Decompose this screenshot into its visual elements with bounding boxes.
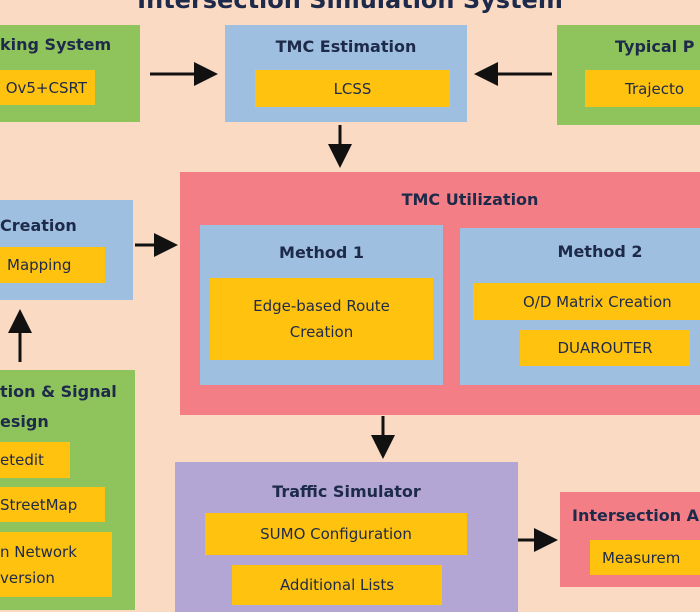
- traffic-simulator-title: Traffic Simulator: [272, 482, 421, 501]
- creation-title: Creation: [0, 216, 77, 235]
- typical-paths-box: Typical P Trajecto: [557, 25, 700, 125]
- tracking-item: Ov5+CSRT: [0, 70, 95, 105]
- duarouter-item: DUAROUTER: [520, 330, 690, 366]
- mapping-item: Mapping: [0, 247, 105, 283]
- tmc-utilization-title: TMC Utilization: [401, 190, 539, 209]
- method1-title: Method 1: [279, 243, 364, 262]
- intersection-title: Intersection A: [572, 506, 700, 525]
- network-design-box: tion & Signal esign etedit StreetMap n N…: [0, 370, 135, 610]
- tmc-utilization-box: TMC Utilization Method 1 Edge-based Rout…: [180, 172, 700, 415]
- edge-based-line1: Edge-based Route: [253, 297, 390, 315]
- measurement-item: Measurem: [590, 540, 700, 575]
- additional-lists-item: Additional Lists: [232, 565, 442, 605]
- netedit-item: etedit: [0, 442, 70, 478]
- tmc-estimation-box: TMC Estimation LCSS: [225, 25, 467, 122]
- method2-box: Method 2 O/D Matrix Creation DUAROUTER: [460, 228, 700, 385]
- sumo-configuration-item: SUMO Configuration: [205, 513, 467, 555]
- openstreetmap-item: StreetMap: [0, 487, 105, 522]
- diagram-title: Intersection Simulation System: [137, 0, 563, 14]
- edge-based-route-item: Edge-based Route Creation: [210, 278, 433, 360]
- tracking-system-title: king System: [0, 35, 112, 54]
- traffic-simulator-box: Traffic Simulator SUMO Configuration Add…: [175, 462, 518, 612]
- network-title-line2: esign: [0, 412, 49, 431]
- intersection-analysis-box: Intersection A Measurem: [560, 492, 700, 587]
- edge-based-line2: Creation: [289, 323, 354, 341]
- method1-box: Method 1 Edge-based Route Creation: [200, 225, 443, 385]
- method2-title: Method 2: [557, 242, 643, 261]
- tracking-system-box: king System Ov5+CSRT: [0, 25, 140, 122]
- creation-box: Creation Mapping: [0, 200, 133, 300]
- network-conversion-item: n Network version: [0, 532, 112, 597]
- typical-paths-title: Typical P: [615, 37, 695, 56]
- lcss-item: LCSS: [255, 70, 450, 107]
- network-conversion-line2: version: [0, 568, 55, 587]
- tmc-estimation-title: TMC Estimation: [275, 37, 417, 56]
- od-matrix-item: O/D Matrix Creation: [473, 283, 700, 320]
- network-title-line1: tion & Signal: [0, 382, 117, 401]
- network-conversion-line1: n Network: [0, 542, 77, 561]
- trajectory-item: Trajecto: [585, 70, 700, 107]
